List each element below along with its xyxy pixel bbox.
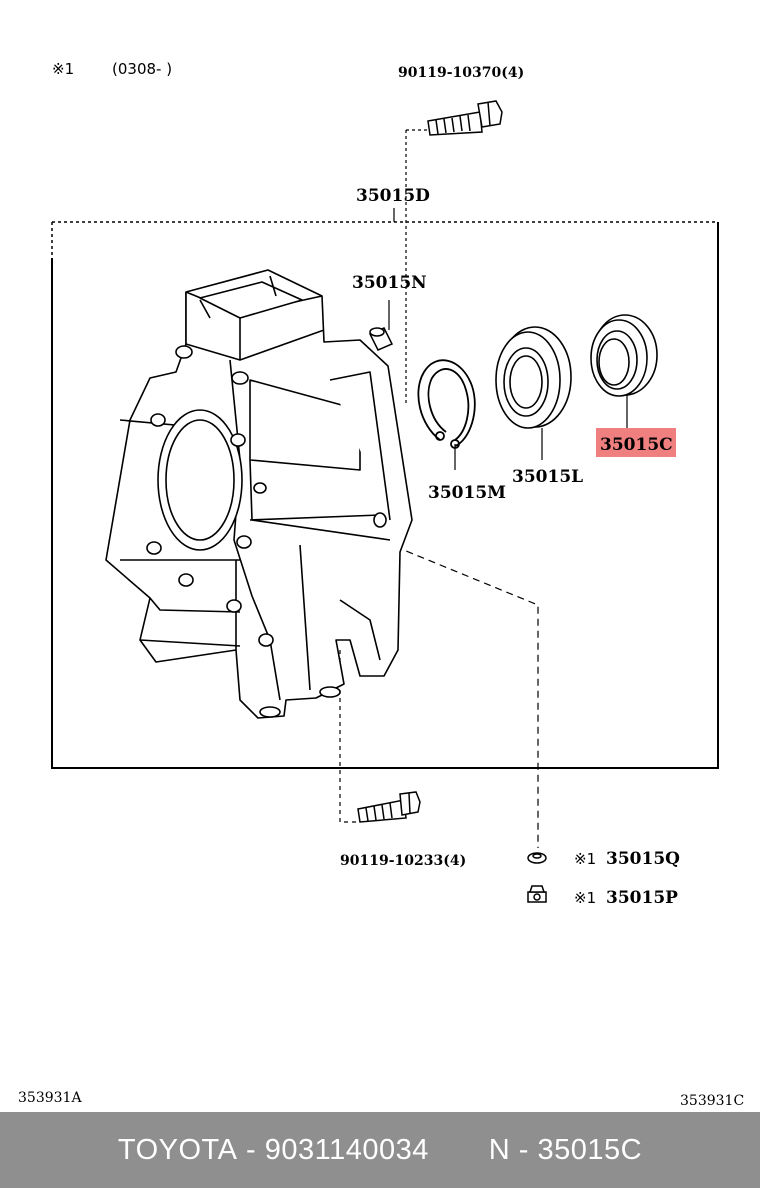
label-bolt-bottom[interactable]: 90119-10233(4)	[340, 853, 466, 869]
label-pin[interactable]: 35015N	[352, 273, 427, 293]
label-bolt-top[interactable]: 90119-10370(4)	[398, 65, 524, 81]
footer-gap	[429, 1134, 489, 1167]
figure-code-left: 353931A	[18, 1090, 82, 1106]
highlight-box	[596, 428, 676, 457]
footer-bar: TOYOTA - 9031140034 N - 35015C	[0, 1112, 760, 1188]
oil-seal-drawing	[590, 314, 658, 397]
footer-separator: -	[237, 1133, 265, 1166]
assembly-frame	[51, 221, 719, 769]
label-gasket[interactable]: 35015Q	[606, 849, 680, 869]
label-oil-seal[interactable]: 35015C	[600, 435, 673, 455]
pin-drawing	[368, 327, 394, 351]
snap-ring-drawing	[417, 359, 476, 449]
gasket-drawing	[527, 852, 547, 864]
bearing-drawing	[495, 326, 572, 429]
plug-drawing	[527, 885, 547, 903]
bolt-bottom-drawing	[357, 791, 421, 823]
label-snap-ring[interactable]: 35015M	[428, 483, 506, 503]
plug-note-mark: ※1	[574, 889, 596, 907]
transfer-case-housing-drawing	[105, 269, 413, 719]
label-plug[interactable]: 35015P	[606, 888, 678, 908]
footer-brand: TOYOTA	[117, 1133, 238, 1166]
parts-diagram: ※1 (0308- ) 90119-10370(4) 35015D 35015N…	[18, 60, 744, 1109]
gasket-note-mark: ※1	[574, 850, 596, 868]
footer-ref: N - 35015C	[488, 1133, 643, 1166]
footnote-mark: ※1	[52, 60, 74, 78]
footnote-range: (0308- )	[112, 60, 172, 78]
footer-part-number: 9031140034	[264, 1133, 429, 1166]
bolt-top-drawing	[427, 100, 503, 136]
label-case-assembly[interactable]: 35015D	[356, 186, 430, 206]
label-bearing[interactable]: 35015L	[512, 467, 583, 487]
figure-code-right: 353931C	[680, 1093, 744, 1109]
